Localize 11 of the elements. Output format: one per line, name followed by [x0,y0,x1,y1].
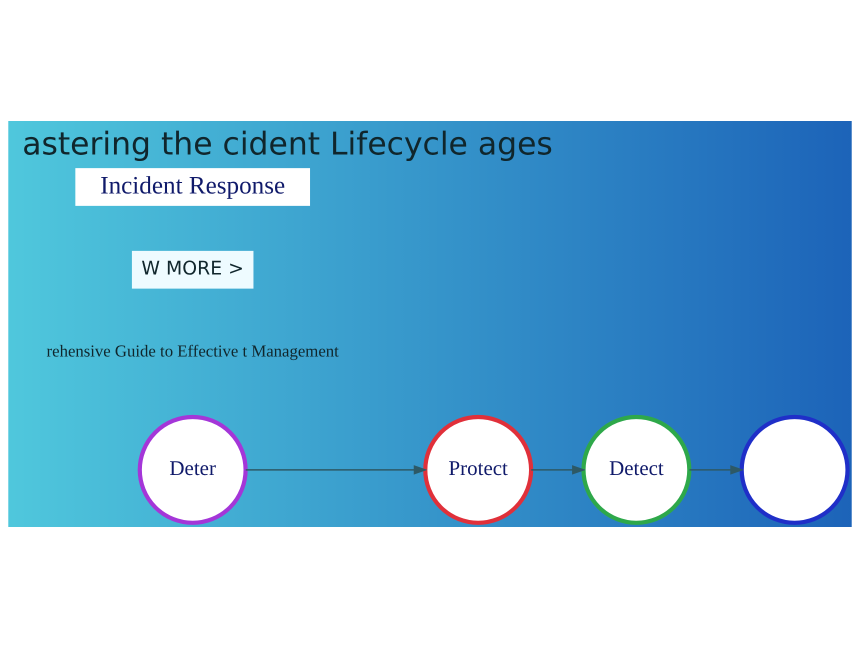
arrow [531,465,586,475]
node-circle: Detect [581,414,692,525]
node-circle: Protect [423,414,534,525]
diagram-title: astering the cident Lifecycle ages [22,126,553,163]
node-circle [740,414,850,525]
arrow [246,465,428,475]
label: W MORE > [141,258,244,280]
arrow [689,465,744,475]
node-circle: Deter [138,414,248,525]
label: rehensive Guide to Effective t Management [46,342,339,361]
label: Incident Response [100,172,286,200]
